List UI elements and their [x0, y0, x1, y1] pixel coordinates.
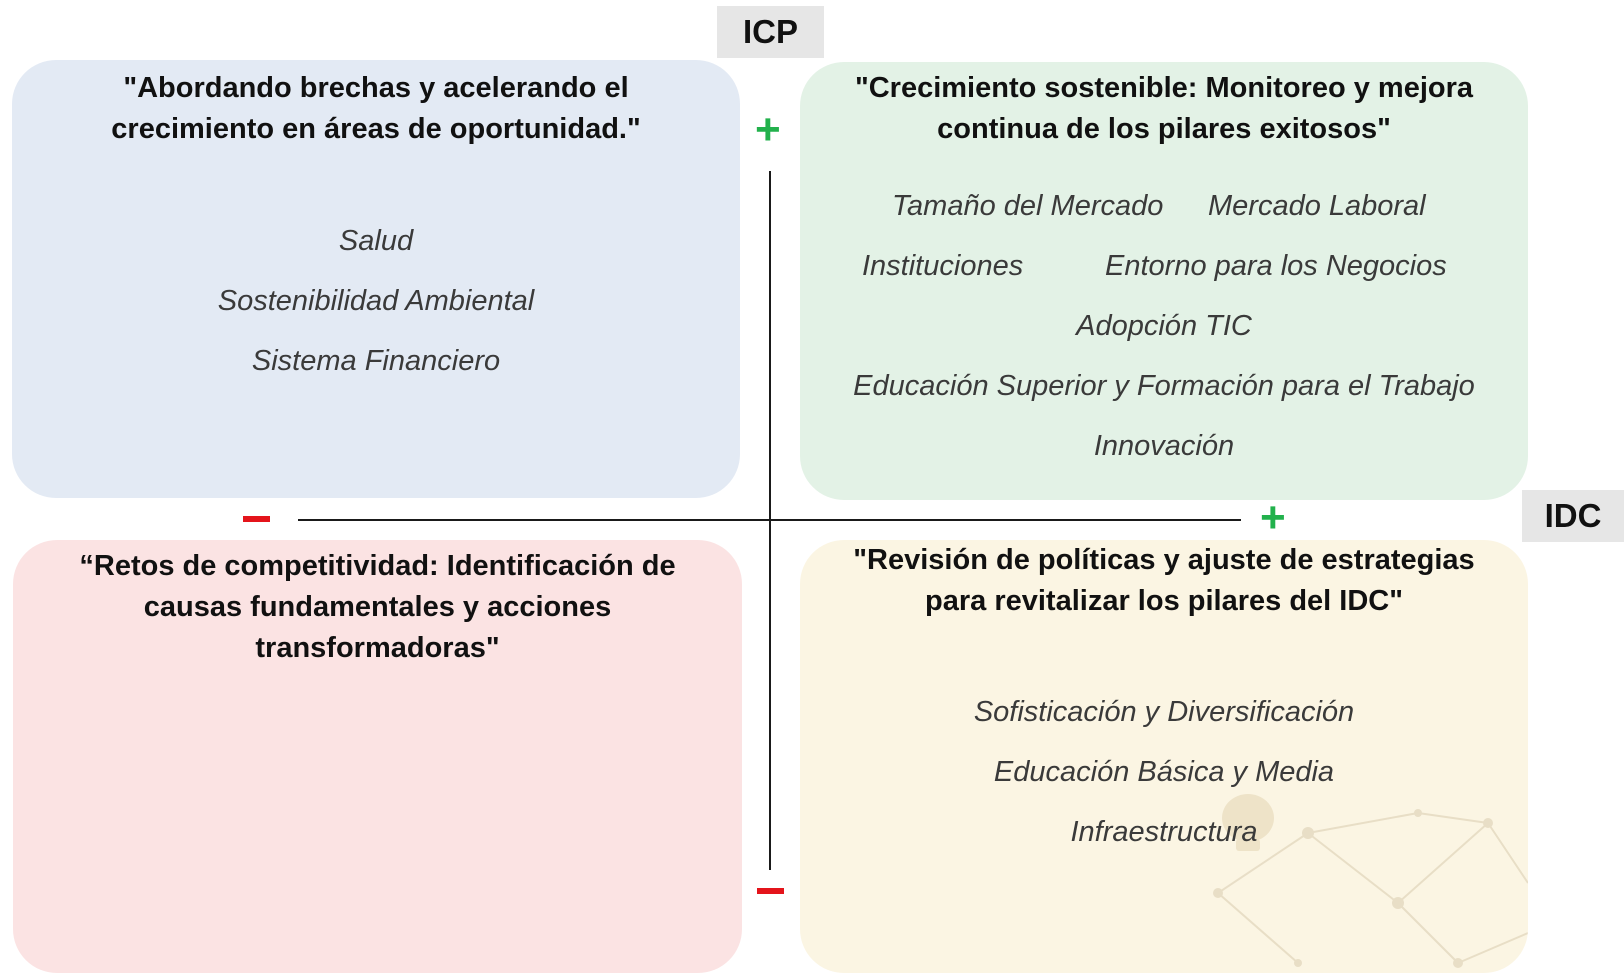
- pillar-item: Sostenibilidad Ambiental: [217, 285, 535, 317]
- pillar-item: Entorno para los Negocios: [1105, 250, 1447, 282]
- pillar-item: Adopción TIC: [1076, 310, 1252, 342]
- quadrant-title-line: para revitalizar los pilares del IDC": [925, 585, 1403, 617]
- minus-icon: [757, 888, 784, 894]
- network-decoration-icon: [1213, 794, 1528, 968]
- horizontal-axis: [298, 519, 1241, 521]
- pillar-item: Innovación: [1093, 430, 1235, 462]
- quadrant-title: "Abordando brechas y acelerando el creci…: [12, 68, 740, 150]
- pillar-item: Sistema Financiero: [251, 345, 501, 377]
- quadrant-title-line: "Revisión de políticas y ajuste de estra…: [853, 544, 1475, 576]
- axis-label-idc: IDC: [1522, 490, 1624, 542]
- pillar-item: Tamaño del Mercado: [892, 190, 1164, 222]
- quadrant-title-line: “Retos de competitividad: Identificación…: [79, 550, 676, 582]
- quadrant-title-line: transformadoras": [255, 632, 500, 664]
- quadrant-title: "Revisión de políticas y ajuste de estra…: [800, 540, 1528, 622]
- pillar-item: Salud: [338, 225, 414, 257]
- quadrant-title-line: causas fundamentales y acciones: [143, 591, 612, 623]
- plus-icon: +: [755, 105, 781, 154]
- quadrant-title-line: "Abordando brechas y acelerando el: [123, 72, 629, 104]
- pillar-item: Educación Superior y Formación para el T…: [853, 370, 1475, 402]
- pillar-item: Educación Básica y Media: [993, 756, 1335, 788]
- quadrant-title-line: continua de los pilares exitosos": [937, 113, 1391, 145]
- quadrant-top-left: "Abordando brechas y acelerando el creci…: [12, 60, 740, 498]
- minus-icon: [243, 516, 270, 522]
- axis-label-icp: ICP: [717, 6, 824, 58]
- quadrant-title-line: crecimiento en áreas de oportunidad.": [111, 113, 641, 145]
- plus-icon: +: [1260, 493, 1286, 542]
- quadrant-bottom-left: “Retos de competitividad: Identificación…: [13, 540, 742, 973]
- quadrant-title: "Crecimiento sostenible: Monitoreo y mej…: [800, 68, 1528, 150]
- quadrant-bottom-right: "Revisión de políticas y ajuste de estra…: [800, 540, 1528, 973]
- pillar-item: Sofisticación y Diversificación: [973, 696, 1355, 728]
- pillar-item: Mercado Laboral: [1208, 190, 1426, 222]
- pillar-item: Infraestructura: [1070, 816, 1258, 848]
- quadrant-title-line: "Crecimiento sostenible: Monitoreo y mej…: [854, 72, 1474, 104]
- quadrant-top-right: "Crecimiento sostenible: Monitoreo y mej…: [800, 62, 1528, 500]
- quadrant-title: “Retos de competitividad: Identificación…: [13, 546, 742, 669]
- pillar-item: Instituciones: [862, 250, 1024, 282]
